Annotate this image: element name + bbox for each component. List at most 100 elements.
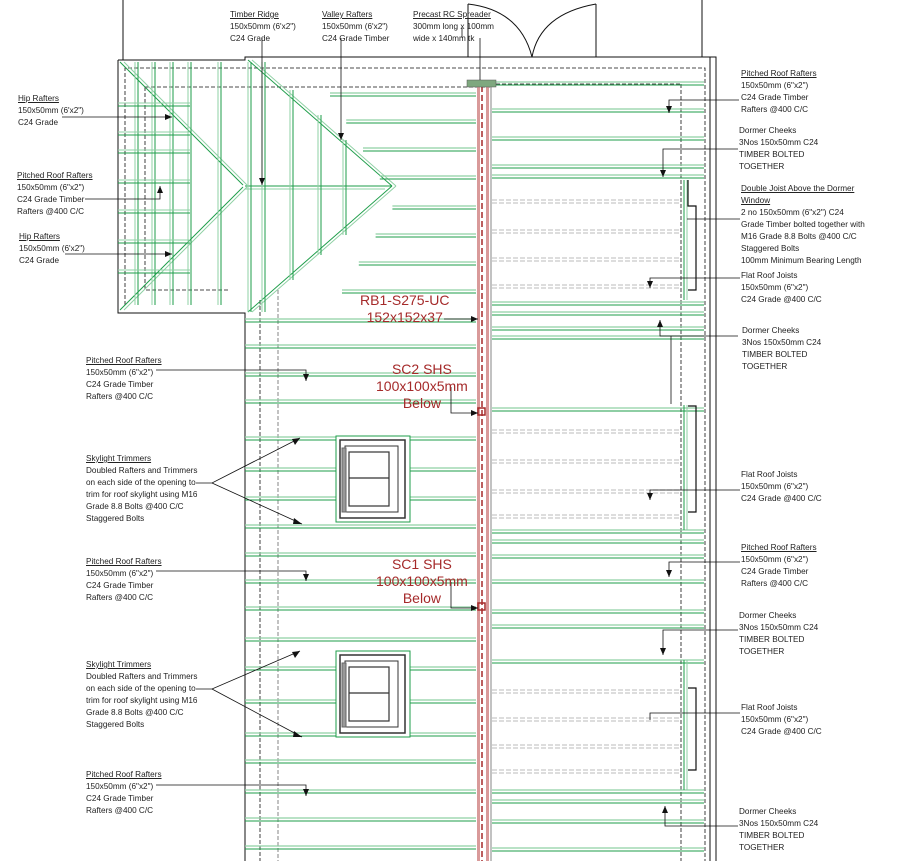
annotation-title: Valley Rafters: [322, 10, 373, 19]
rafter-right: [492, 174, 704, 179]
dormer-cheek-verticals: [683, 180, 688, 790]
annotation-line: 150x50mm (6"x2"): [17, 183, 85, 192]
annotation-line: 150x50mm (6"x2"): [741, 715, 809, 724]
steel-label-line: 100x100x5mm: [376, 378, 468, 394]
hip-rafter: [123, 61, 248, 186]
rafter-left: [379, 175, 476, 180]
annotation-line: Rafters @400 C/C: [86, 806, 154, 815]
annotation-line: TOGETHER: [742, 362, 788, 371]
steel-label-line: SC1 SHS: [391, 556, 452, 572]
steel-label-line: 152x152x37: [366, 309, 443, 325]
pitched-roof-rafters: [245, 81, 704, 852]
annotation-line: TIMBER BOLTED: [739, 150, 805, 159]
annotation-line: 150x50mm (6"x2"): [86, 782, 154, 791]
annotation-title: Timber Ridge: [230, 10, 279, 19]
dashed-wall-lines: [124, 67, 706, 861]
annotation-line: C24 Grade Timber: [17, 195, 85, 204]
hip-rafter: [119, 61, 244, 186]
rafter-right: [492, 529, 704, 534]
annotation-line: C24 Grade Timber: [741, 93, 809, 102]
annotation-line: Grade Timber bolted together with: [741, 220, 865, 229]
annotation-line: 150x50mm (6"x2"): [86, 368, 154, 377]
annotation-line: Rafters @400 C/C: [741, 105, 809, 114]
double-joist-brackets: [687, 180, 697, 771]
skylight-window: [335, 650, 411, 738]
annotation-line: on each side of the opening to: [86, 478, 196, 487]
annotation-line: 150x50mm (6'x2"): [18, 106, 84, 115]
steel-column-markers: [477, 407, 486, 611]
rafter-left: [330, 92, 476, 97]
hip-rafter: [251, 59, 397, 187]
steel-label-line: RB1-S275-UC: [360, 292, 450, 308]
hip-rafter: [247, 185, 393, 313]
flat-roof-joists: [492, 199, 680, 774]
annotation-title: Hip Rafters: [19, 232, 60, 241]
rafter-left: [363, 147, 476, 152]
annotation-line: wide x 140mm tk: [413, 34, 475, 43]
annotation-title: Precast RC Spreader: [413, 10, 491, 19]
annotation-line: 2 no 150x50mm (6"x2") C24: [741, 208, 844, 217]
hip-rafter: [123, 186, 248, 311]
rafter-right: [492, 108, 704, 113]
steel-label-line: 100x100x5mm: [376, 573, 468, 589]
door-swing-symbol: [122, 0, 703, 60]
rafter-right: [492, 847, 704, 852]
annotation-line: on each side of the opening to: [86, 684, 196, 693]
rafter-right: [492, 579, 704, 584]
hip-rafter: [119, 186, 244, 311]
annotation-line: C24 Grade Timber: [86, 380, 154, 389]
annotation-line: 100mm Minimum Bearing Length: [741, 256, 862, 265]
precast-spreader: [466, 79, 497, 88]
annotation-line: 300mm long x 100mm: [413, 22, 494, 31]
rafter-right: [492, 659, 704, 664]
annotation-title: Flat Roof Joists: [741, 470, 798, 479]
rafter-left: [245, 524, 476, 529]
rafter-right: [492, 789, 704, 794]
rafter-left: [342, 289, 476, 294]
rafter-left: [245, 637, 476, 642]
rafter-left: [245, 845, 476, 850]
rafter-left: [245, 399, 476, 404]
hip-rafter: [247, 59, 393, 187]
annotation-line: TIMBER BOLTED: [739, 831, 805, 840]
annotation-title: Pitched Roof Rafters: [741, 69, 817, 78]
rafter-right: [492, 136, 704, 141]
annotation-line: TIMBER BOLTED: [739, 635, 805, 644]
rafter-left: [245, 606, 476, 611]
annotation-line: 150x50mm (6"x2"): [86, 569, 154, 578]
annotation-title: Dormer Cheeks: [739, 126, 797, 135]
annotation-title: Dormer Cheeks: [739, 807, 797, 816]
annotation-line: Doubled Rafters and Trimmers: [86, 466, 198, 475]
steel-beam-rb1: [477, 86, 492, 861]
annotation-line: Doubled Rafters and Trimmers: [86, 672, 198, 681]
annotation-title: Pitched Roof Rafters: [741, 543, 817, 552]
rafter-right: [492, 81, 704, 86]
skylight-window: [335, 435, 411, 523]
rafter-left: [245, 318, 476, 323]
annotation-line: 150x50mm (6"x2"): [741, 283, 809, 292]
annotation-title: Hip Rafters: [18, 94, 59, 103]
annotation-line: Grade 8.8 Bolts @400 C/C: [86, 708, 184, 717]
rafter-right: [492, 301, 704, 306]
annotation-line: 150x50mm (6'x2"): [19, 244, 85, 253]
annotation-line: C24 Grade: [18, 118, 59, 127]
annotation-line: 3Nos 150x50mm C24: [739, 819, 819, 828]
annotation-line: TOGETHER: [739, 647, 785, 656]
rafter-right: [492, 799, 704, 804]
rafter-left: [245, 372, 476, 377]
rafter-right: [492, 539, 704, 544]
rafter-left: [346, 119, 476, 124]
rafter-right: [492, 407, 704, 412]
annotation-line: 150x50mm (6'x2"): [230, 22, 296, 31]
annotation-line: Rafters @400 C/C: [86, 593, 154, 602]
